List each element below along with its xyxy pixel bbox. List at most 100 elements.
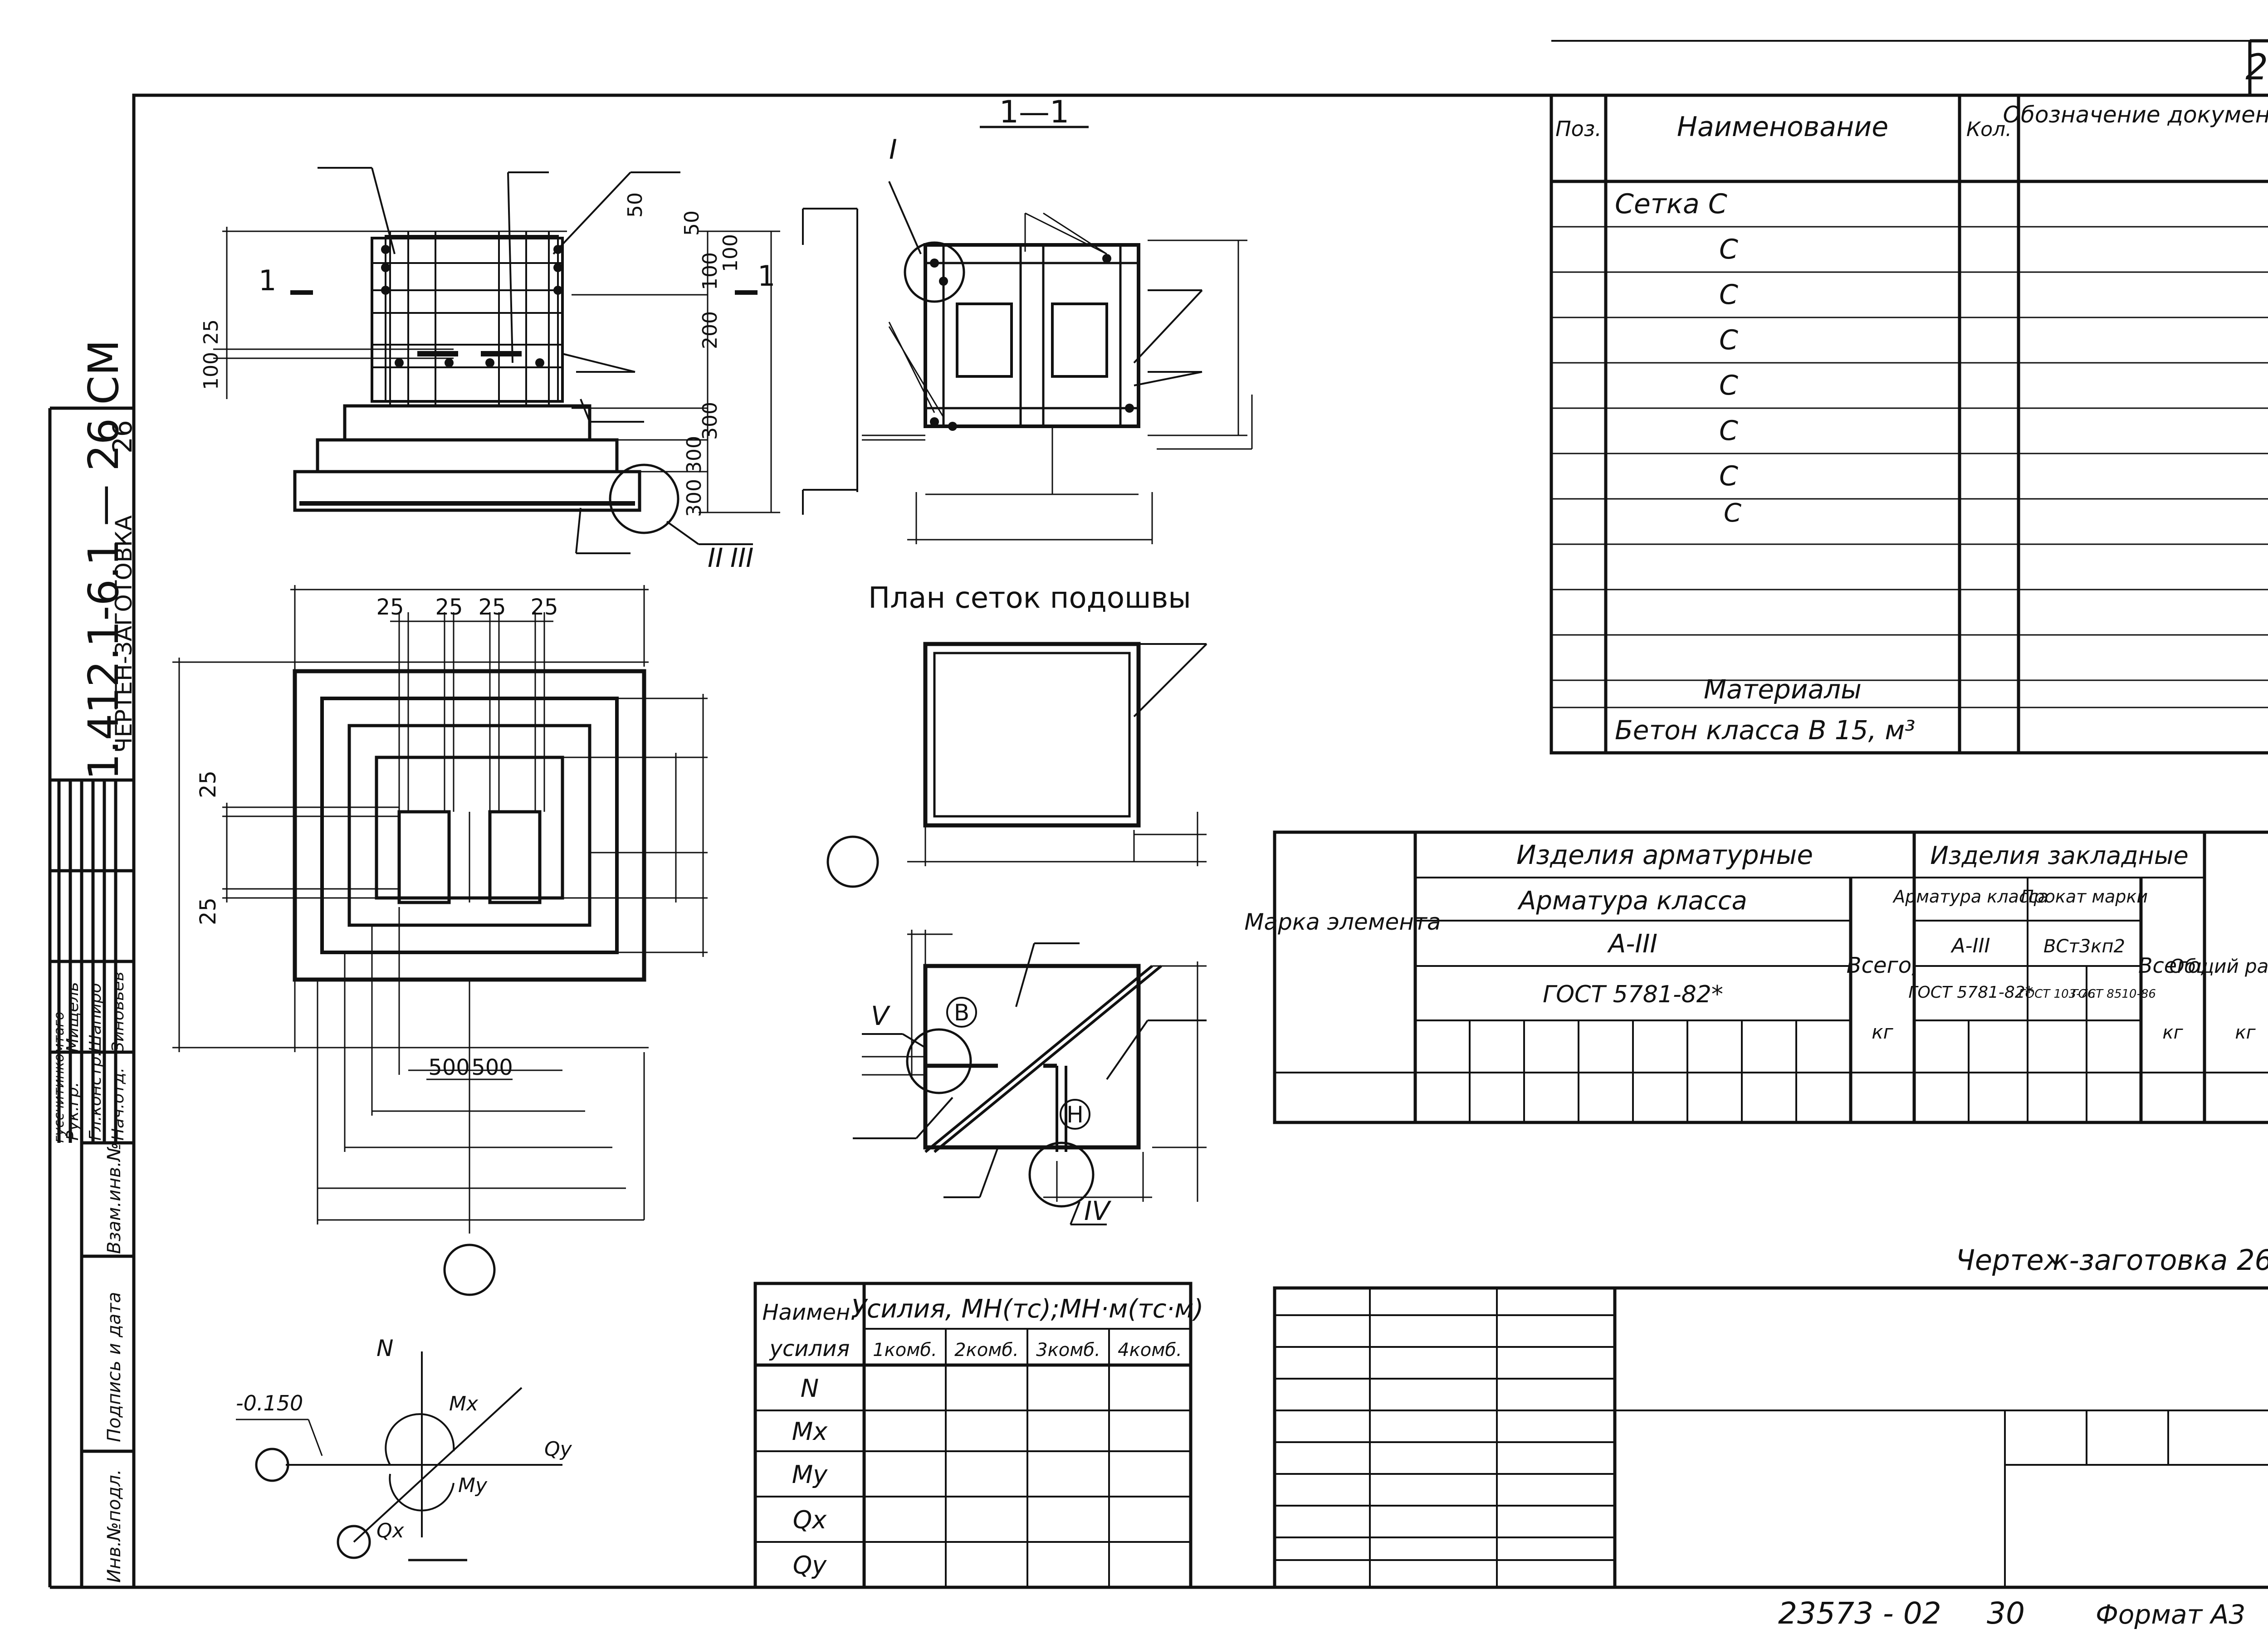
dim-100a: 100 [719,234,742,272]
rebar-group2: Изделия закладные [1930,841,2188,870]
spec-row-2: С [1719,234,1738,265]
dim-300a: 300 [699,402,722,440]
force-Mx: Mx [449,1392,479,1415]
rebar-g2-col2-gost-a: ГОСТ 103-76 [2019,987,2095,1001]
stamp-institute: гуссчитинкомтаго [51,1012,67,1143]
plan-dim-25e: 25 [196,771,221,798]
dim-100c: 100 [200,352,223,390]
rebar-total-2: Всего, [2138,953,2207,978]
detail-II: II [708,542,723,573]
dim-200: 200 [699,311,722,349]
force-Qy: Qy [544,1438,572,1461]
stamp-code: 1.412.1-6.1 — 26 СМ [79,340,128,780]
rebar-total: Всего, [1847,953,1919,978]
stamp-role-3: Нач.отд. [109,1068,127,1141]
plan-dim-500b: 500 [471,1055,513,1080]
inventory-number: 23573 - 02 [1778,1596,1941,1631]
rebar-gost: ГОСТ 5781-82* [1543,981,1723,1008]
spec-row-1: Сетка С [1615,188,1727,220]
forces-row-My: My [792,1460,828,1489]
rebar-unit-2: кг [2162,1022,2183,1043]
forces-combo-4: 4комб. [1118,1340,1182,1361]
spec-row-6: С [1719,415,1738,447]
forces-col1-top: Наимен. [762,1300,857,1325]
stamp-sign-label: Подпись и дата [104,1292,125,1442]
rebar-unit: кг [1872,1021,1893,1043]
plan-dim-500a: 500 [428,1055,470,1080]
stamp-role-1: Рук.гр. [64,1082,82,1141]
detail-IV: IV [1084,1195,1112,1226]
spec-row-7: С [1719,460,1738,492]
cut-mark-left: 1 [259,264,276,297]
spec-row-3: С [1719,279,1738,311]
sheet-format: Формат А3 [2096,1599,2245,1630]
detail-III: III [730,542,753,573]
stamp-name: ЧЕРТЕН-ЗАГОТОВКА [111,515,137,753]
page-number: 29 [2245,47,2268,88]
forces-row-Qx: Qx [793,1506,827,1534]
stamp-person-1: Мищель [64,982,82,1052]
spec-concrete: Бетон класса В 15, м³ [1615,715,1915,746]
rebar-g2-col2-mark: ВСт3кп2 [2043,936,2125,957]
rebar-g2-col1-top: Арматура класса [1892,887,2048,907]
rebar-class: А-III [1607,929,1657,959]
sheet-frame [132,93,2268,1589]
node-H: H [1066,1102,1084,1128]
plan-dim-25a: 25 [376,595,404,620]
rebar-g2-col2-gost-b: ГОСТ 8510-86 [2072,987,2156,1001]
plan-dim-25d: 25 [530,595,558,620]
spec-header-pos: Поз. [1555,117,1602,141]
section-label: 1—1 [999,94,1070,130]
stamp-replace-label: Взам.инв.№ [104,1142,125,1254]
dim-50b: 50 [680,210,704,236]
sheet-number: 30 [1987,1596,2025,1631]
node-B: B [954,1000,969,1026]
forces-header: Усилия, МН(тс);МН·м(тс·м) [851,1294,1204,1324]
elevation: -0.150 [236,1391,303,1415]
rebar-unit-3: кг [2235,1022,2256,1043]
spec-materials: Материалы [1704,674,1862,705]
plan-dim-25f: 25 [196,897,221,925]
dim-300b: 300 [683,436,706,474]
rebar-group1: Изделия арматурные [1516,839,1813,870]
forces-combo-1: 1комб. [873,1340,937,1361]
rebar-mark-label: Марка элемента [1244,909,1441,935]
spec-header-doc: Обозначение документа [2003,102,2268,128]
rebar-group1-sub: Арматура класса [1517,886,1747,916]
rebar-g2-col2-top: Прокат марки [2021,887,2148,907]
rebar-g2-col1-class: А-III [1950,934,1990,957]
dim-50a: 50 [624,192,647,218]
forces-row-Qy: Qy [793,1551,827,1580]
forces-row-N: N [801,1374,819,1403]
spec-header-name: Наименование [1677,111,1888,143]
dim-300c: 300 [683,479,706,517]
stamp-role-2: Гл.констр. [86,1051,105,1141]
forces-combo-3: 3комб. [1036,1340,1100,1361]
detail-I: I [889,134,897,166]
stamp-person-3: Зиновьев [109,971,127,1052]
sheet-title: Чертеж-заготовка 26 [1955,1244,2268,1277]
spec-header-qty: Кол. [1966,118,2012,141]
rebar-g2-col1-gost: ГОСТ 5781-82* [1908,983,2033,1002]
stamp-person-2: Шапиро [86,983,105,1052]
spec-row-8: С [1724,498,1741,528]
plan-dim-25b: 25 [435,595,463,620]
plan-dim-25c: 25 [478,595,506,620]
spec-row-5: С [1719,370,1738,401]
rebar-overall: Общий расход, [2170,955,2268,977]
force-My: My [458,1474,488,1497]
detail-V: V [871,1000,891,1031]
cut-mark-right: 1 [758,259,775,293]
stamp-number: 26 [107,420,138,454]
force-N: N [376,1335,393,1361]
plan-label: План сеток подошвы [868,581,1191,615]
spec-row-4: С [1719,324,1738,356]
forces-col1-bottom: усилия [769,1336,850,1361]
dim-100b: 100 [699,252,722,290]
forces-row-Mx: Mx [792,1417,828,1446]
stamp-inv-label: Инв.№подл. [104,1469,125,1583]
forces-combo-2: 2комб. [954,1340,1019,1361]
dim-25a: 25 [200,319,223,345]
